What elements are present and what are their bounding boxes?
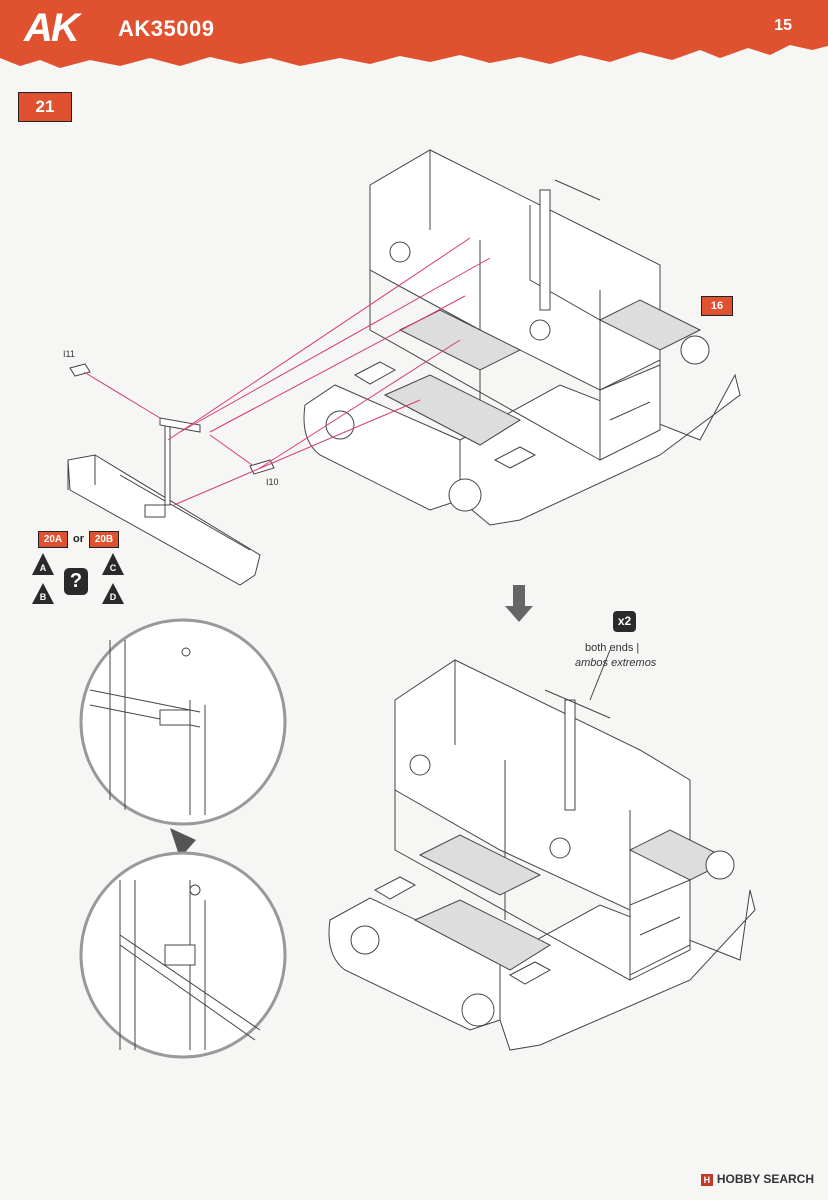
- variant-label-d: D: [109, 592, 117, 602]
- step-number-badge: 21: [18, 92, 72, 122]
- option-ref-20b: 20B: [89, 531, 119, 548]
- page-number: 15: [774, 17, 792, 34]
- product-code: AK35009: [118, 16, 215, 41]
- part-label-i11: I11: [63, 349, 75, 359]
- variant-label-b: B: [39, 592, 47, 602]
- banner-brush-shape: [0, 0, 828, 68]
- option-connector: or: [73, 533, 84, 545]
- header-banner: AK AK35009 15: [0, 0, 828, 80]
- watermark-text: HOBBY SEARCH: [716, 1172, 814, 1186]
- question-icon: ?: [64, 568, 88, 595]
- variant-label-a: A: [39, 563, 47, 573]
- part-label-i10: I10: [266, 477, 279, 487]
- note-line-english: both ends |: [585, 642, 640, 654]
- option-ref-20a: 20A: [38, 531, 68, 548]
- variant-label-c: C: [109, 563, 117, 573]
- note-line-spanish: ambos extremos: [575, 657, 657, 669]
- brand-logo: AK: [24, 6, 80, 50]
- quantity-badge: x2: [613, 611, 636, 632]
- hobby-search-logo-icon: H: [700, 1173, 713, 1186]
- step-reference-badge: 16: [701, 296, 733, 316]
